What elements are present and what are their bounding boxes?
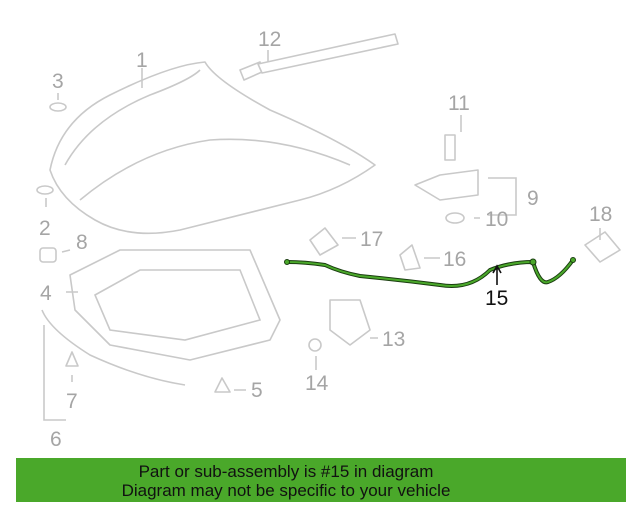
callout-18: 18 (589, 203, 612, 226)
callout-6: 6 (50, 428, 62, 451)
callout-7: 7 (66, 390, 78, 413)
hinge-part-9[interactable] (414, 169, 479, 201)
part-8[interactable] (39, 247, 57, 263)
arrow-icon (492, 264, 502, 285)
callout-8: 8 (76, 231, 88, 254)
callout-12: 12 (258, 28, 281, 51)
hood-lock-part-13[interactable] (329, 299, 371, 346)
part-16[interactable] (399, 244, 421, 271)
part-5[interactable] (214, 377, 231, 393)
callout-11: 11 (448, 92, 470, 115)
info-banner: Part or sub-assembly is #15 in diagram D… (16, 458, 626, 502)
callout-1: 1 (136, 49, 148, 72)
part-7[interactable] (65, 351, 79, 367)
part-18[interactable] (584, 231, 621, 263)
callout-2: 2 (39, 217, 51, 240)
hood-seal-part[interactable] (41, 309, 186, 386)
part-17[interactable] (309, 227, 339, 256)
hood-support-part[interactable] (239, 33, 399, 81)
callout-3: 3 (52, 70, 64, 93)
callout-9: 9 (527, 187, 539, 210)
part-10[interactable] (445, 212, 465, 224)
hood-insulator-part[interactable] (69, 249, 281, 361)
callout-10: 10 (485, 208, 508, 231)
callout-5: 5 (251, 379, 263, 402)
callout-15: 15 (485, 287, 508, 310)
hood-part[interactable] (49, 61, 376, 235)
part-3[interactable] (49, 102, 67, 112)
callout-14: 14 (305, 372, 329, 395)
callout-13: 13 (382, 328, 405, 351)
callout-4: 4 (40, 282, 52, 305)
callout-17: 17 (360, 228, 383, 251)
part-2[interactable] (36, 185, 54, 195)
callout-16: 16 (443, 248, 466, 271)
bolt-part-14[interactable] (308, 338, 322, 352)
banner-line-2: Diagram may not be specific to your vehi… (121, 481, 451, 500)
banner-line-1: Part or sub-assembly is #15 in diagram (138, 462, 434, 481)
part-11[interactable] (444, 134, 456, 161)
